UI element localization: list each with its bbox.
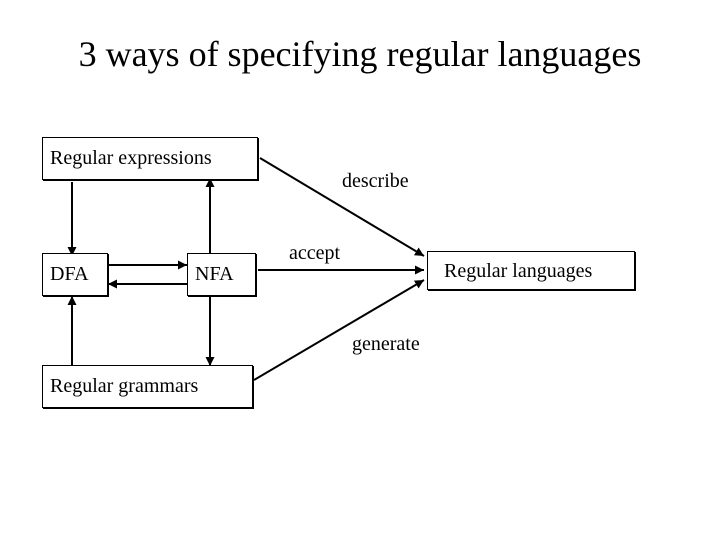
edge-label-generate: generate bbox=[352, 333, 420, 355]
node-nfa: NFA bbox=[187, 253, 256, 296]
node-regular-languages: Regular languages bbox=[427, 251, 635, 290]
slide-title: 3 ways of specifying regular languages bbox=[78, 34, 642, 74]
node-regular-expressions: Regular expressions bbox=[42, 137, 258, 180]
node-dfa: DFA bbox=[42, 253, 108, 296]
edge-label-accept: accept bbox=[289, 242, 341, 264]
node-regular-grammars: Regular grammars bbox=[42, 365, 253, 408]
arrow-describe bbox=[259, 157, 425, 257]
edge-label-describe: describe bbox=[342, 170, 409, 192]
arrow-generate bbox=[253, 279, 425, 381]
